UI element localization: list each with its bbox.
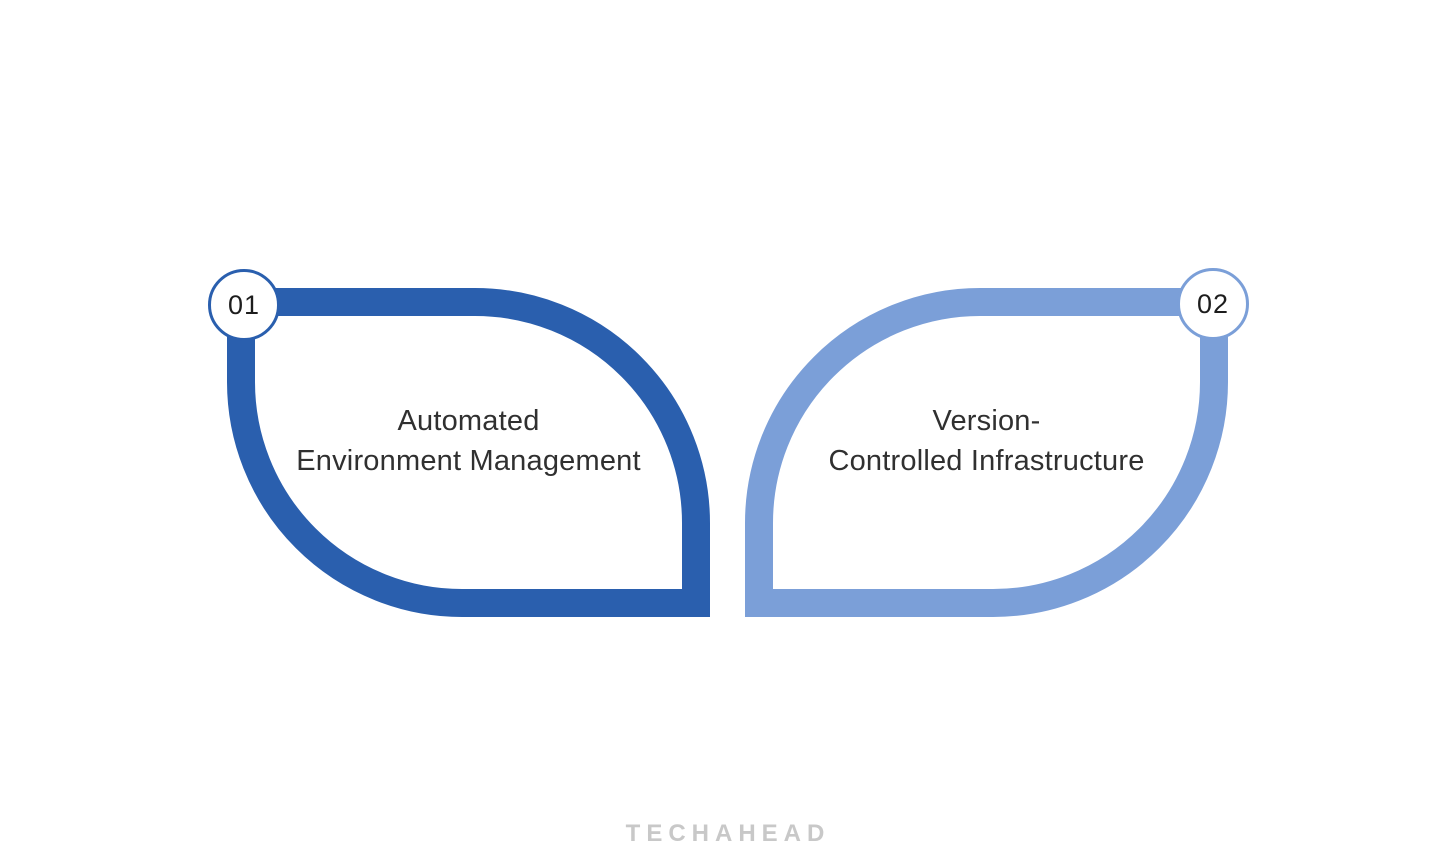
title-line-2: Controlled Infrastructure <box>828 445 1145 477</box>
step-badge-02: 02 <box>1177 268 1249 340</box>
step-number-02: 02 <box>1196 288 1230 319</box>
step-number-01: 01 <box>227 289 261 320</box>
card-title-01: Automated Environment Management <box>227 401 710 481</box>
title-line-1: Version- <box>932 405 1041 437</box>
card-title-02: Version- Controlled Infrastructure <box>745 401 1228 481</box>
techahead-logo: TECHAHEAD <box>625 820 831 847</box>
title-line-2: Environment Management <box>296 445 641 477</box>
step-badge-01: 01 <box>208 269 280 341</box>
title-line-1: Automated <box>397 405 540 437</box>
